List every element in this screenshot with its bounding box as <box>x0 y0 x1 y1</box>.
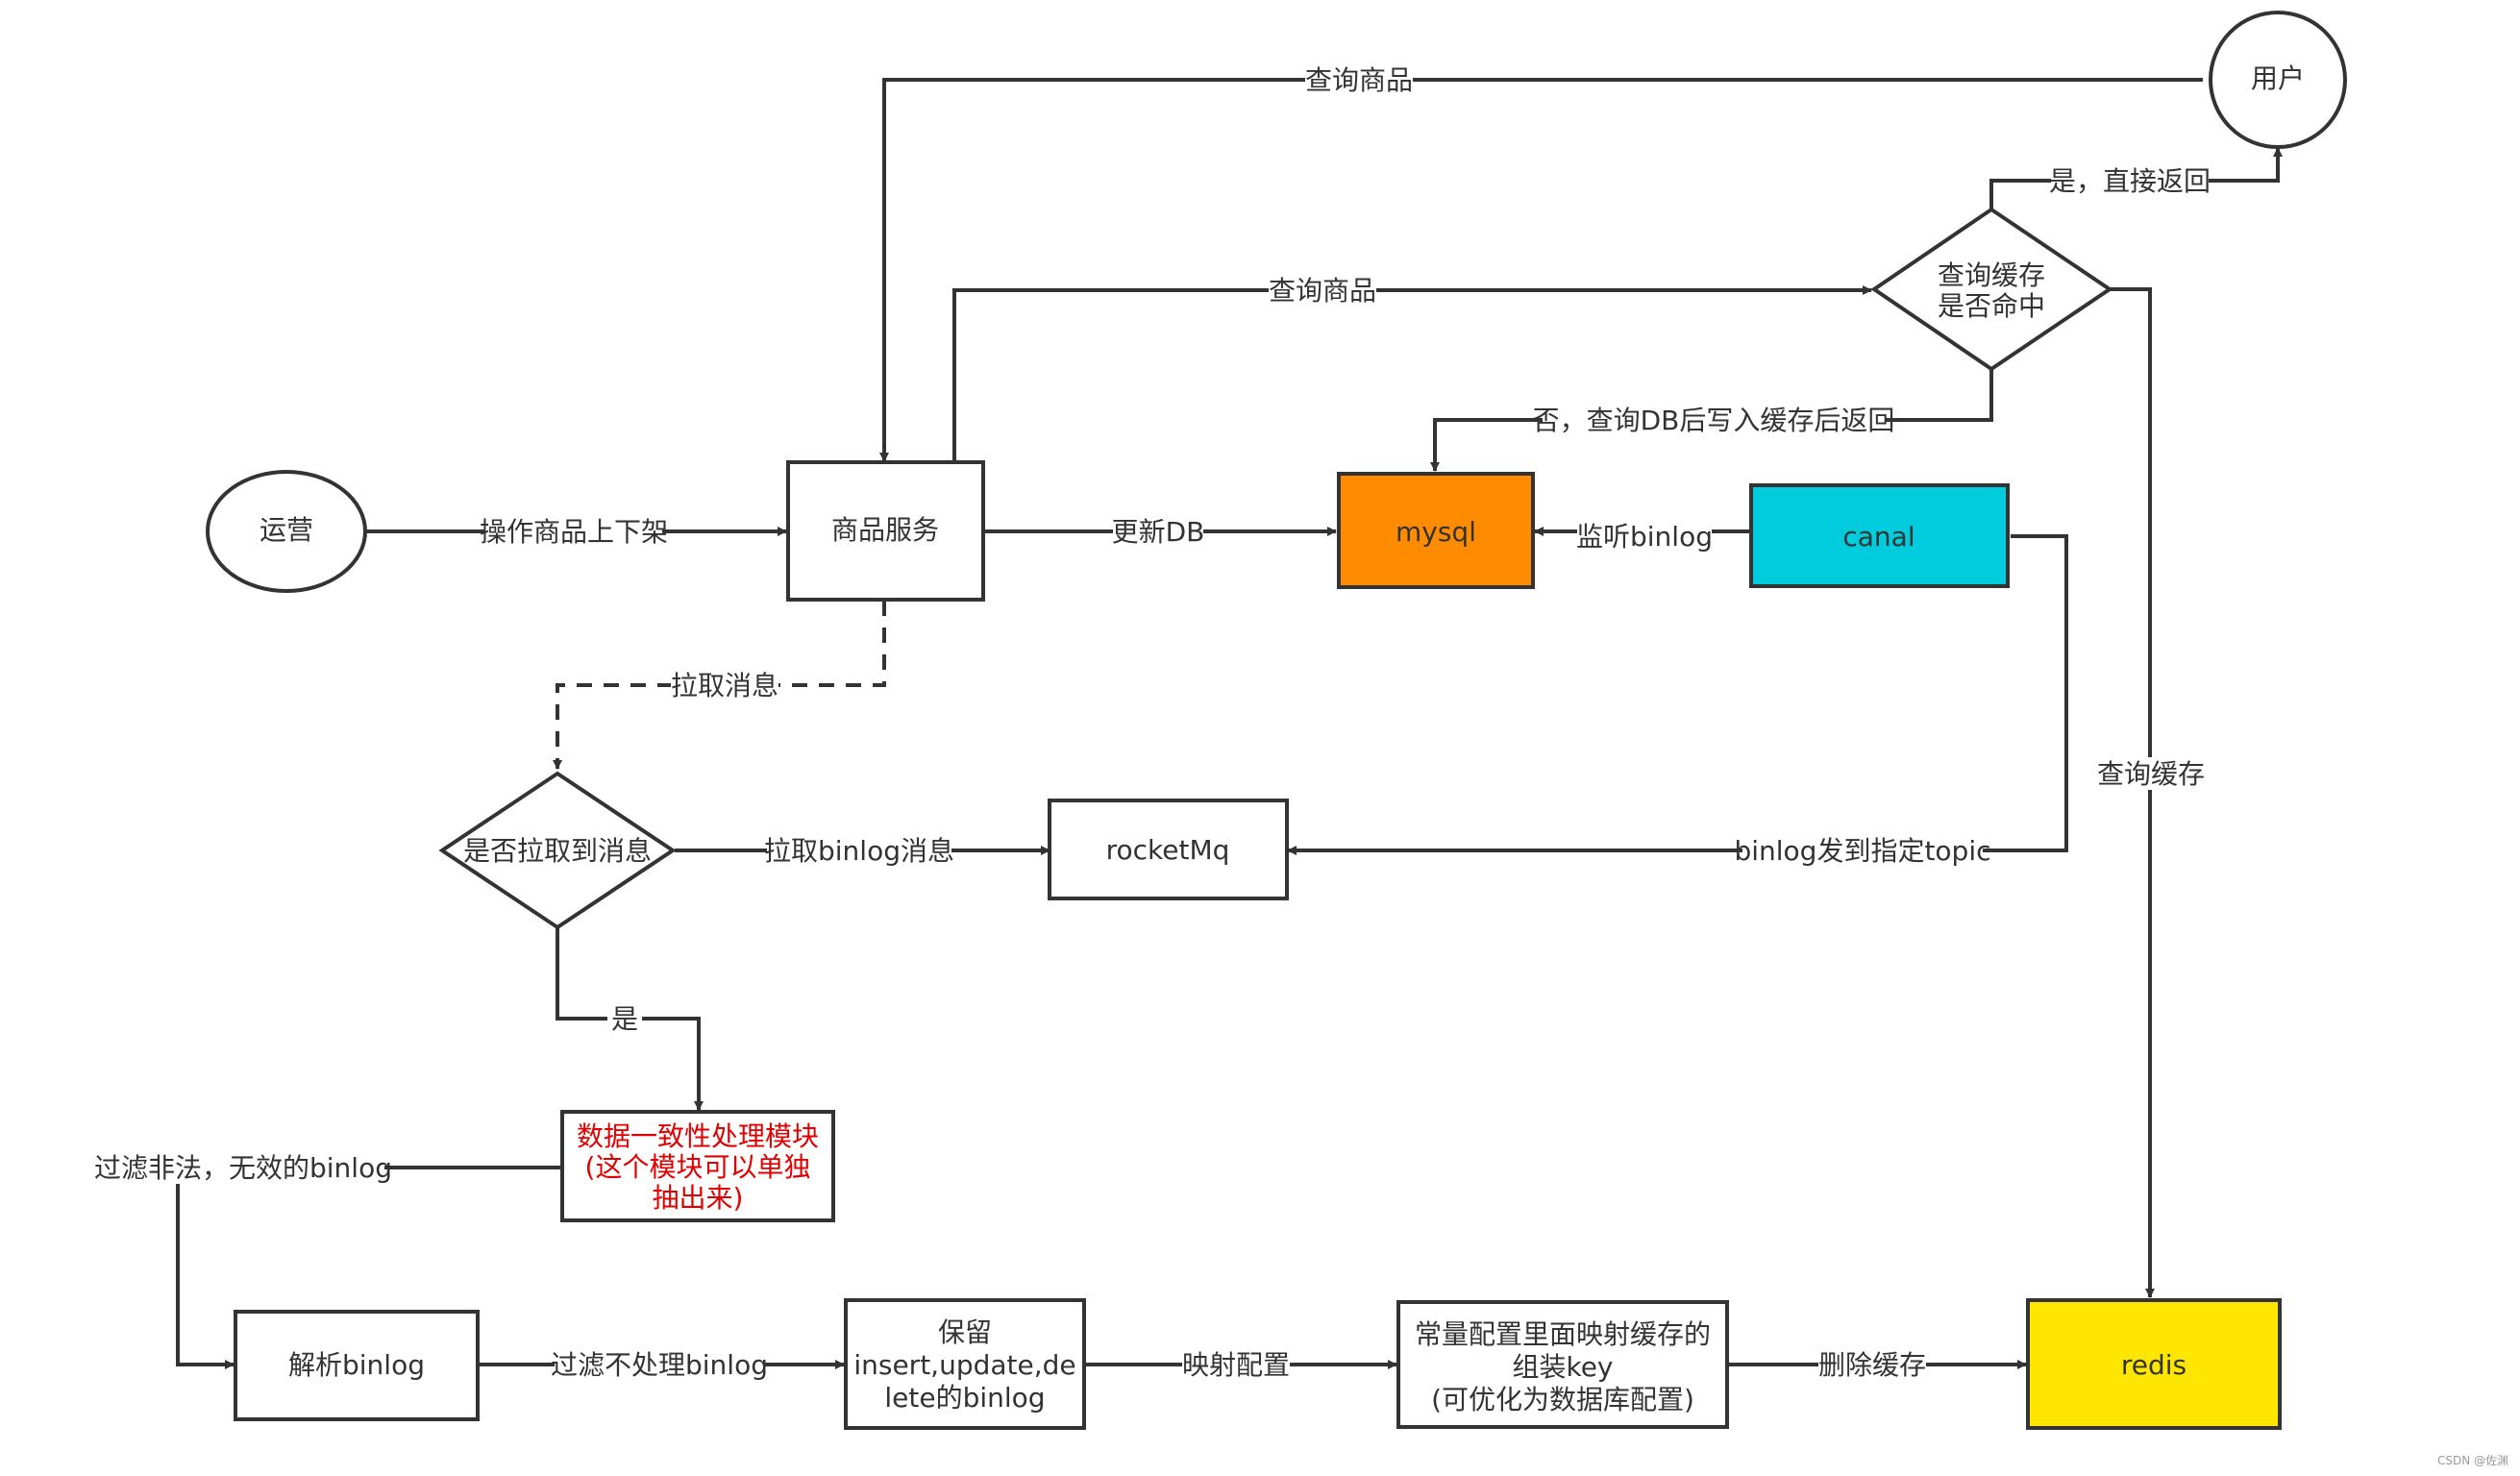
edge-label-no-query-db: 否，查询DB后写入缓存后返回 <box>1533 404 1895 436</box>
node-product-service: 商品服务 <box>786 460 985 602</box>
svg-text:查询缓存: 查询缓存 <box>2097 758 2205 790</box>
svg-text:是: 是 <box>611 1003 638 1035</box>
node-user-label: 用户 <box>2251 62 2305 94</box>
edge-label-map-config: 映射配置 <box>1182 1348 1290 1381</box>
node-user: 用户 <box>2209 11 2347 149</box>
svg-text:删除缓存: 删除缓存 <box>1818 1349 1926 1381</box>
edge-label-delete-cache: 删除缓存 <box>1818 1348 1926 1381</box>
svg-text:映射配置: 映射配置 <box>1182 1349 1290 1381</box>
svg-text:查询商品: 查询商品 <box>1269 275 1376 307</box>
svg-text:过滤非法，无效的binlog: 过滤非法，无效的binlog <box>94 1152 392 1184</box>
node-key-line-1: 常量配置里面映射缓存的 <box>1415 1318 1711 1350</box>
node-keep-ops: 保留 insert,update,de lete的binlog <box>844 1298 1086 1430</box>
svg-text:更新DB: 更新DB <box>1112 516 1205 548</box>
node-module-line-1: 数据一致性处理模块 <box>577 1120 819 1152</box>
edge-label-yes: 是 <box>607 1002 642 1035</box>
node-ops-label: 运营 <box>259 514 313 546</box>
node-redis-label: redis <box>2121 1349 2186 1381</box>
svg-text:操作商品上下架: 操作商品上下架 <box>480 516 668 548</box>
edge-label-filter-invalid: 过滤非法，无效的binlog <box>94 1151 392 1184</box>
edge-label-ops-shelf: 操作商品上下架 <box>480 515 668 548</box>
node-cache-hit-line-2: 是否命中 <box>1938 290 2045 322</box>
node-pull-decision: 是否拉取到消息 <box>438 771 677 930</box>
edge-decision-to-redis <box>2110 287 2155 1298</box>
watermark: CSDN @佐渊 <box>2437 1454 2508 1467</box>
node-keep-ops-line-1: 保留 <box>938 1316 992 1348</box>
svg-text:过滤不处理binlog: 过滤不处理binlog <box>551 1349 768 1381</box>
node-module-line-3: 抽出来) <box>653 1182 744 1214</box>
edge-user-to-service <box>879 78 2203 462</box>
node-key-assembly: 常量配置里面映射缓存的 组装key (可优化为数据库配置) <box>1396 1300 1729 1429</box>
svg-text:binlog发到指定topic: binlog发到指定topic <box>1734 835 1990 867</box>
svg-text:是，直接返回: 是，直接返回 <box>2049 165 2211 197</box>
edge-label-listen-binlog: 监听binlog <box>1576 520 1713 553</box>
node-ops: 运营 <box>206 470 367 593</box>
node-canal: canal <box>1749 483 2010 588</box>
node-parse-binlog: 解析binlog <box>234 1310 480 1421</box>
svg-text:拉取binlog消息: 拉取binlog消息 <box>764 835 954 867</box>
node-rocketmq-label: rocketMq <box>1106 834 1230 866</box>
edge-service-to-decision <box>952 285 1872 461</box>
node-parse-binlog-label: 解析binlog <box>288 1349 425 1381</box>
node-mysql-label: mysql <box>1396 516 1476 548</box>
edge-label-update-db: 更新DB <box>1112 515 1205 548</box>
node-canal-label: canal <box>1842 521 1915 553</box>
node-keep-ops-line-2: insert,update,de <box>853 1349 1075 1381</box>
node-module-line-2: (这个模块可以单独 <box>585 1151 811 1183</box>
edge-canal-to-rocketmq <box>1287 534 2068 855</box>
svg-text:否，查询DB后写入缓存后返回: 否，查询DB后写入缓存后返回 <box>1533 405 1895 436</box>
edge-label-query-cache: 查询缓存 <box>2097 757 2205 790</box>
edge-label-binlog-topic: binlog发到指定topic <box>1734 834 1991 867</box>
node-keep-ops-line-3: lete的binlog <box>884 1382 1045 1414</box>
node-key-line-3: (可优化为数据库配置) <box>1431 1384 1694 1415</box>
svg-text:查询商品: 查询商品 <box>1305 64 1413 96</box>
node-product-service-label: 商品服务 <box>831 514 939 546</box>
edge-label-pull-binlog-msg: 拉取binlog消息 <box>764 834 954 867</box>
edge-label-query-product-top: 查询商品 <box>1305 63 1413 96</box>
node-cache-hit-line-1: 查询缓存 <box>1938 259 2045 291</box>
node-cache-hit-decision: 查询缓存 是否命中 <box>1870 207 2113 372</box>
edge-label-pull-msg: 拉取消息 <box>671 669 778 701</box>
node-mysql: mysql <box>1337 472 1535 589</box>
svg-text:拉取消息: 拉取消息 <box>671 670 778 701</box>
node-rocketmq: rocketMq <box>1048 799 1289 900</box>
node-pull-decision-label: 是否拉取到消息 <box>463 835 652 867</box>
edge-label-query-product-mid: 查询商品 <box>1269 274 1376 307</box>
edge-label-yes-return: 是，直接返回 <box>2049 164 2211 197</box>
node-key-line-2: 组装key <box>1512 1351 1613 1383</box>
edge-label-filter-skip: 过滤不处理binlog <box>551 1348 768 1381</box>
svg-text:监听binlog: 监听binlog <box>1576 521 1713 553</box>
node-redis: redis <box>2026 1298 2282 1430</box>
node-consistency-module: 数据一致性处理模块 (这个模块可以单独 抽出来) <box>560 1110 835 1222</box>
